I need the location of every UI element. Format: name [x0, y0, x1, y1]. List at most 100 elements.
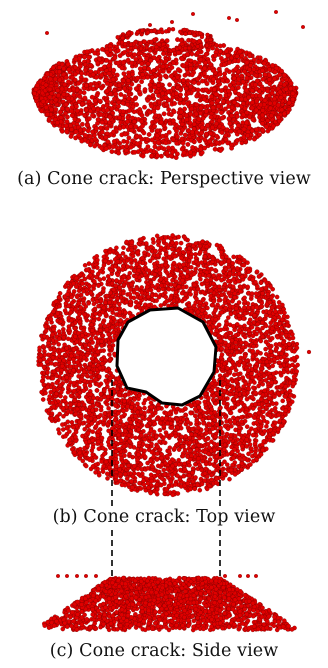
particle	[237, 49, 243, 55]
particle	[57, 77, 63, 83]
particle	[264, 124, 269, 130]
particle	[53, 361, 59, 367]
particle	[241, 101, 246, 106]
particle	[267, 67, 272, 72]
particle	[133, 124, 139, 129]
particle	[66, 79, 71, 85]
particle	[102, 64, 107, 70]
particle	[71, 86, 77, 92]
particle	[186, 90, 191, 96]
particle	[230, 80, 236, 85]
particle	[247, 53, 253, 59]
particle	[189, 106, 195, 112]
particle	[132, 52, 137, 58]
particle	[163, 47, 168, 53]
particle	[271, 123, 276, 129]
particle	[223, 133, 228, 138]
particle	[116, 150, 121, 156]
particle	[73, 56, 79, 62]
particle	[272, 100, 277, 106]
particle	[171, 109, 177, 115]
particle	[98, 125, 104, 131]
particle	[186, 45, 192, 51]
panel-top	[0, 200, 328, 515]
particle	[236, 91, 242, 97]
particle	[260, 127, 266, 133]
particle	[185, 101, 190, 107]
particle	[48, 76, 53, 82]
particle	[222, 459, 227, 464]
particle	[92, 98, 98, 104]
particle	[129, 60, 135, 66]
particle	[145, 74, 150, 80]
particle	[151, 55, 157, 60]
particle	[231, 75, 237, 81]
particle	[175, 37, 180, 42]
particle	[148, 48, 153, 53]
particle	[56, 69, 62, 75]
particle	[231, 99, 237, 105]
particle	[108, 473, 114, 478]
particle	[267, 100, 273, 106]
particle	[64, 129, 70, 134]
particle	[156, 29, 162, 35]
particle	[65, 114, 70, 120]
particle	[54, 380, 59, 385]
particle	[250, 100, 255, 105]
particle	[223, 137, 229, 142]
particle	[124, 139, 130, 145]
particle	[72, 116, 78, 122]
particle	[60, 106, 65, 111]
particle	[86, 99, 92, 105]
particle	[82, 112, 88, 118]
particle	[86, 116, 92, 122]
particle	[140, 153, 146, 159]
particle	[149, 137, 155, 143]
particle	[124, 148, 129, 153]
particle	[258, 280, 264, 285]
particle	[185, 142, 191, 147]
particle	[198, 110, 203, 116]
particle	[139, 61, 145, 67]
caption-perspective: (a) Cone crack: Perspective view	[17, 169, 311, 189]
particle	[126, 108, 132, 114]
particle	[135, 75, 141, 81]
particle	[288, 80, 294, 86]
particle	[178, 114, 183, 119]
particle	[261, 60, 267, 66]
particle	[179, 136, 185, 142]
particle	[86, 261, 92, 266]
particle	[214, 43, 219, 48]
ejected-particle	[227, 16, 231, 20]
particle	[188, 149, 193, 155]
particle	[281, 111, 287, 117]
particle	[176, 50, 181, 56]
particle	[78, 110, 84, 116]
particle	[280, 398, 285, 404]
particle	[189, 129, 195, 135]
particle	[209, 100, 215, 106]
particle	[125, 102, 131, 107]
particle	[59, 62, 65, 67]
top-opening-ring	[115, 27, 214, 53]
particle	[179, 56, 185, 62]
particle	[108, 91, 113, 97]
particle	[148, 428, 154, 433]
particle	[164, 29, 169, 34]
particle	[119, 455, 124, 461]
particle	[176, 67, 181, 72]
particle	[89, 94, 95, 100]
particle-disk	[36, 233, 312, 498]
particle	[262, 98, 268, 103]
particle	[158, 119, 164, 125]
particle	[120, 35, 125, 41]
particle	[197, 38, 202, 44]
particle	[94, 92, 100, 98]
particle	[272, 96, 277, 102]
particle	[188, 66, 193, 72]
particle	[198, 57, 204, 63]
particle	[117, 301, 122, 307]
particle	[104, 81, 110, 86]
particle	[43, 82, 49, 88]
particle	[124, 119, 130, 125]
